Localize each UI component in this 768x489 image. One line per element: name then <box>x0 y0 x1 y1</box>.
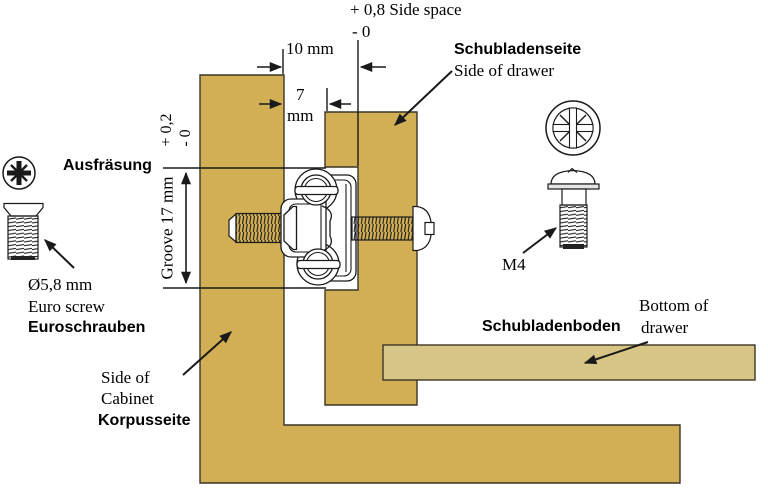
drawer-bottom-label-de: Schubladenboden <box>482 318 621 335</box>
drawer-bottom-label-en-2: drawer <box>641 318 689 337</box>
euro-screw-icon-head <box>3 202 44 217</box>
dim-10mm-label: 10 mm <box>286 39 334 58</box>
cabinet-side-and-bottom-board <box>199 74 681 484</box>
cabinet-side-label-de: Korpusseite <box>98 412 191 429</box>
m4-icon-head-slot <box>567 167 578 173</box>
cabinet-side-label-en-1: Side of <box>101 368 150 387</box>
m4-icon-thread <box>559 204 588 248</box>
euro-screw-head <box>283 205 298 251</box>
cabinet-side-label-en-2: Cabinet <box>101 389 154 408</box>
side-space-tolerance-minus: - 0 <box>352 22 371 41</box>
top-cam-slot <box>294 185 339 196</box>
euro-screw-icon-tip <box>11 256 35 260</box>
m4-screw-cross-section <box>351 205 435 252</box>
euro-screw-label-de: Euroschrauben <box>28 319 146 336</box>
euro-screw-icon <box>3 202 44 260</box>
m4-head-slot-notch <box>424 221 435 236</box>
groove-tolerance-minus: - 0 <box>177 129 195 147</box>
drawer-bottom-board <box>382 344 756 381</box>
groove-dimension <box>163 167 326 289</box>
fitting-cam-lever <box>321 205 333 252</box>
drawer-side-label-en: Side of drawer <box>454 61 555 80</box>
milling-label: Ausfräsung <box>63 157 152 174</box>
leader-arrow-drawer-bottom <box>583 341 649 365</box>
m4-thread <box>351 216 414 241</box>
euro-screw-icon-thread <box>7 215 39 260</box>
m4-label: M4 <box>502 255 526 274</box>
groove-tolerance-plus: + 0,2 <box>158 113 176 147</box>
m4-icon-flange <box>547 183 600 190</box>
cam-fitting <box>280 168 357 286</box>
leader-arrow-cabinet-side <box>182 331 232 376</box>
side-space-tolerance-plus: + 0,8 Side space <box>350 0 462 19</box>
m4-icon-dome <box>550 169 596 185</box>
m4-icon-neck <box>561 188 587 206</box>
euro-screw-label-en: Euro screw <box>28 297 105 316</box>
bottom-cam-slot <box>296 259 341 270</box>
m4-screw-icon <box>547 167 600 249</box>
euro-screw-cross-section <box>228 212 284 244</box>
m4-icon-tip <box>563 244 584 249</box>
dim-7mm-unit: mm <box>287 106 314 125</box>
euro-screw-thread <box>235 212 284 244</box>
pozidriv-head-icon-left <box>2 156 36 190</box>
drawer-side-label-de: Schubladenseite <box>454 41 582 58</box>
leader-arrow-drawer-side <box>394 70 453 126</box>
drawer-bottom-label-en-1: Bottom of <box>639 296 709 315</box>
top-dimensions <box>257 40 386 166</box>
dim-7mm-value: 7 <box>296 85 305 104</box>
leader-arrow-m4 <box>522 227 557 254</box>
groove-dimension-label: Groove 17 mm <box>157 176 177 280</box>
euro-screw-diameter-label: Ø5,8 mm <box>28 275 93 294</box>
pozidriv-head-icon-right <box>545 100 601 156</box>
leader-arrow-euro-screw <box>44 239 75 269</box>
